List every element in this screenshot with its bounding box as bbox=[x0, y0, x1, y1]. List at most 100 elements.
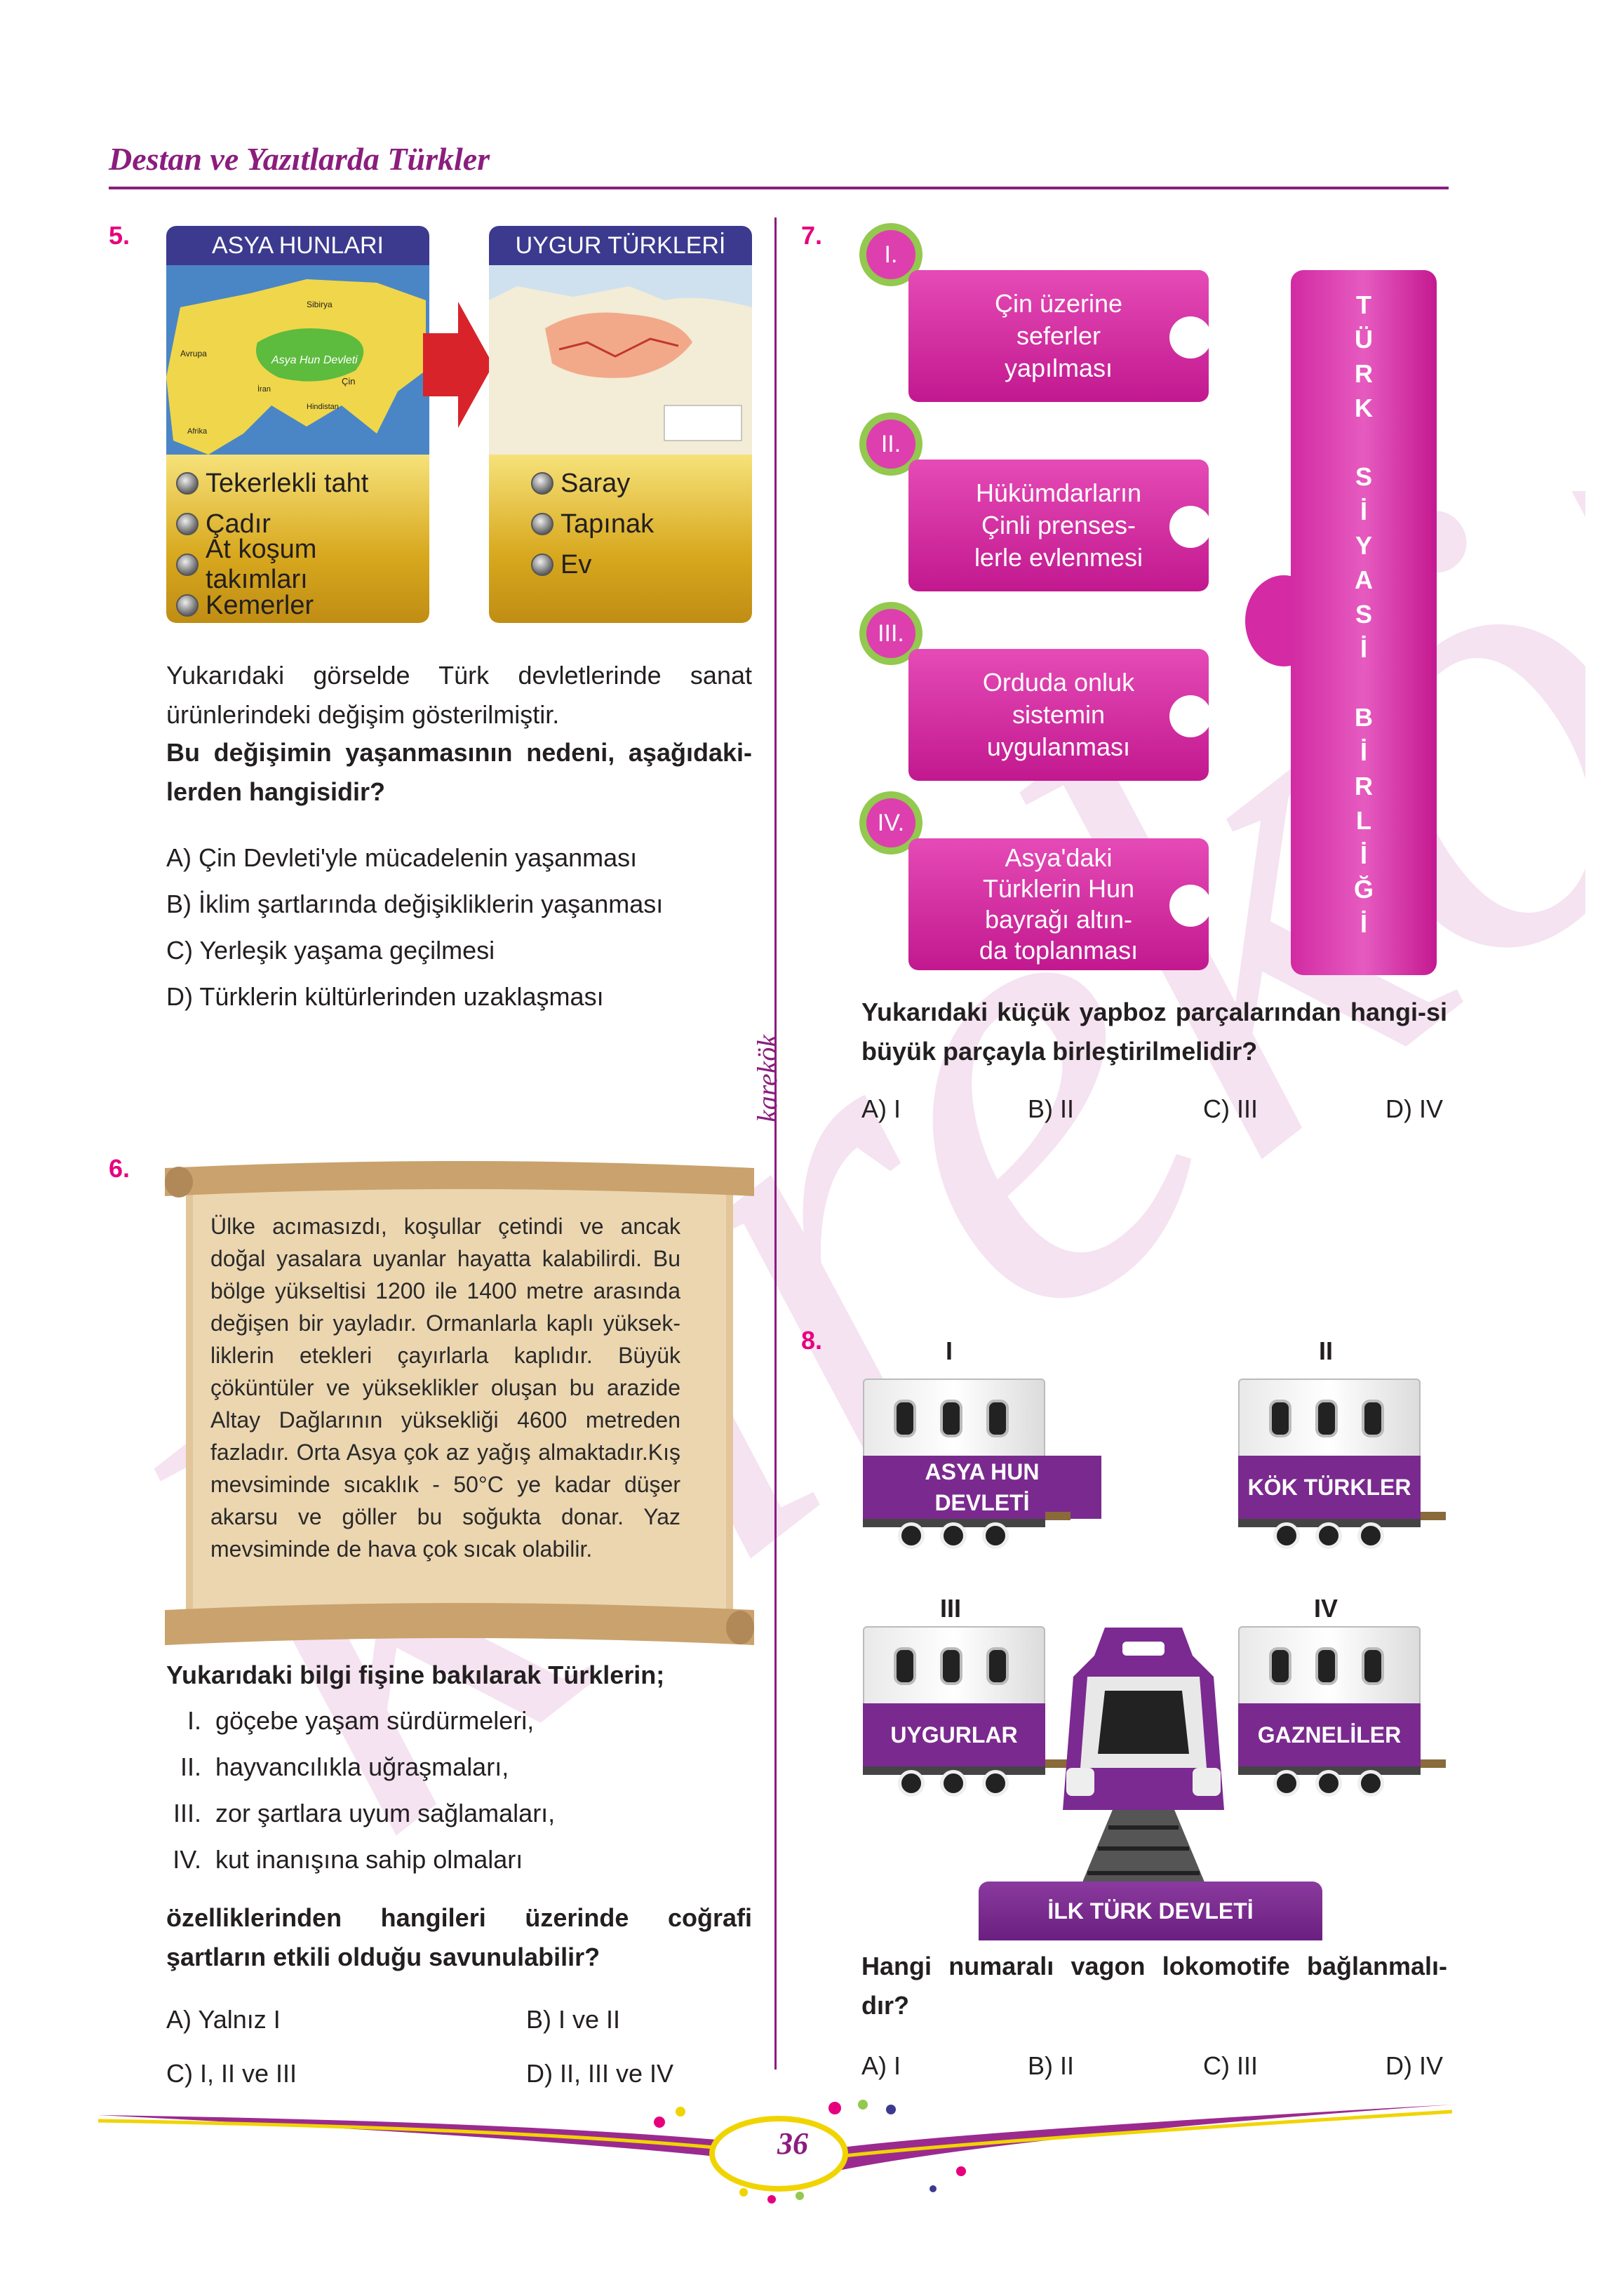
wagon-1-label: ASYA HUN DEVLETİ bbox=[863, 1456, 1101, 1519]
svg-text:Asya Hun Devleti: Asya Hun Devleti bbox=[271, 354, 358, 366]
list-item: Tekerlekli taht bbox=[176, 463, 420, 504]
svg-text:Avrupa: Avrupa bbox=[180, 349, 207, 358]
puzzle-piece-4[interactable]: Asya'daki Türklerin Hun bayrağı altın- d… bbox=[908, 838, 1212, 970]
header-rule bbox=[109, 187, 1449, 189]
piece-notch bbox=[1169, 885, 1212, 927]
side-label: karekök bbox=[751, 1034, 783, 1122]
scroll-text: Ülke acımasızdı, koşullar çetindi ve anc… bbox=[210, 1214, 680, 1562]
list-item: Çadır bbox=[176, 504, 420, 544]
q7-option-d[interactable]: D) IV bbox=[1385, 1094, 1444, 1123]
column-divider bbox=[774, 217, 777, 2070]
q5-option-b[interactable]: B) İklim şartlarında değişikliklerin yaş… bbox=[166, 890, 664, 918]
big-piece-letter: S bbox=[1355, 462, 1372, 491]
chapter-title: Destan ve Yazıtlarda Türkler bbox=[109, 141, 490, 177]
asya-hunlari-caption: ASYA HUNLARI bbox=[166, 226, 429, 265]
word-gap bbox=[1291, 666, 1437, 700]
question-6-number: 6. bbox=[109, 1154, 130, 1183]
q8-option-c[interactable]: C) III bbox=[1203, 2051, 1258, 2080]
wagon-2[interactable]: KÖK TÜRKLER bbox=[1238, 1379, 1446, 1549]
uygur-turkleri-items: Saray Tapınak Ev bbox=[489, 455, 752, 623]
piece-notch bbox=[1169, 316, 1212, 358]
wagon-number-3: III bbox=[940, 1594, 962, 1623]
bullet-icon bbox=[531, 554, 553, 576]
bullet-icon bbox=[176, 554, 199, 576]
wagon-3[interactable]: UYGURLAR bbox=[863, 1626, 1071, 1797]
question-6-lead: Yukarıdaki bilgi fişine bakılarak Türkle… bbox=[166, 1661, 665, 1689]
asya-hun-map-image: Asya Hun Devleti Sibirya Avrupa Çin Hind… bbox=[166, 265, 429, 455]
puzzle-piece-1[interactable]: Çin üzerine seferler yapılması bbox=[908, 270, 1212, 402]
piece-tab-4: IV. bbox=[859, 791, 922, 854]
big-piece-letter: İ bbox=[1360, 737, 1367, 766]
big-piece-letter: S bbox=[1355, 600, 1372, 629]
statement-4: IV. kut inanışına sahip olmaları bbox=[173, 1845, 523, 1874]
svg-text:İran: İran bbox=[257, 384, 271, 394]
statement-1: I. göçebe yaşam sürdürmeleri, bbox=[187, 1706, 535, 1735]
q8-option-a[interactable]: A) I bbox=[861, 2051, 901, 2080]
question-7-number: 7. bbox=[801, 221, 823, 250]
wagon-number-4: IV bbox=[1314, 1594, 1338, 1623]
svg-text:Sibirya: Sibirya bbox=[307, 300, 333, 309]
list-item: Kemerler bbox=[176, 585, 420, 623]
wagon-4[interactable]: GAZNELİLER bbox=[1238, 1626, 1446, 1797]
q7-option-b[interactable]: B) II bbox=[1028, 1094, 1075, 1123]
puzzle-piece-2[interactable]: Hükümdarların Çinli prenses- lerle evlen… bbox=[908, 460, 1212, 591]
big-piece-letter: T bbox=[1356, 290, 1371, 319]
asya-hun-map: Asya Hun Devleti Sibirya Avrupa Çin Hind… bbox=[166, 265, 429, 455]
arrow-right-icon bbox=[423, 302, 493, 428]
wagon-4-label: GAZNELİLER bbox=[1238, 1703, 1421, 1766]
bullet-icon bbox=[531, 513, 553, 535]
big-piece-letter: A bbox=[1355, 565, 1373, 594]
question-5-number: 5. bbox=[109, 221, 130, 250]
question-7-prompt: Yukarıdaki küçük yapboz parçalarından ha… bbox=[861, 998, 1447, 1066]
uygur-map-image bbox=[489, 265, 752, 455]
statement-3: III. zor şartlara uyum sağlamaları, bbox=[173, 1799, 556, 1827]
q8-option-d[interactable]: D) IV bbox=[1385, 2051, 1444, 2080]
big-puzzle-piece bbox=[1291, 270, 1437, 975]
bullet-icon bbox=[176, 513, 199, 535]
bullet-icon bbox=[176, 594, 199, 617]
q5-option-c[interactable]: C) Yerleşik yaşama geçilmesi bbox=[166, 936, 495, 965]
footer-swoosh bbox=[98, 2100, 1452, 2204]
q8-option-b[interactable]: B) II bbox=[1028, 2051, 1075, 2080]
question-5-prompt: Bu değişimin yaşanmasının nedeni, aşağıd… bbox=[166, 738, 752, 806]
svg-text:Afrika: Afrika bbox=[187, 427, 208, 436]
q7-option-c[interactable]: C) III bbox=[1203, 1094, 1258, 1123]
big-piece-letter: İ bbox=[1360, 634, 1367, 663]
big-piece-letter: R bbox=[1355, 359, 1373, 388]
piece-notch bbox=[1169, 695, 1212, 737]
big-piece-letter: Y bbox=[1355, 531, 1372, 560]
list-item: Tapınak bbox=[531, 504, 742, 544]
big-piece-letter: R bbox=[1355, 772, 1373, 800]
big-piece-letter: Ü bbox=[1355, 325, 1373, 354]
q6-option-a[interactable]: A) Yalnız I bbox=[166, 2005, 281, 2034]
question-5-stem: Yukarıdaki görselde Türk devletlerinde s… bbox=[166, 661, 752, 729]
q7-option-a[interactable]: A) I bbox=[861, 1094, 901, 1123]
q6-option-c[interactable]: C) I, II ve III bbox=[166, 2059, 297, 2088]
locomotive-label: İLK TÜRK DEVLETİ bbox=[979, 1882, 1322, 1940]
locomotive bbox=[1063, 1628, 1224, 1887]
bullet-icon bbox=[531, 472, 553, 495]
list-item: Ev bbox=[531, 544, 742, 585]
list-item: Saray bbox=[531, 463, 742, 504]
wagon-2-label: KÖK TÜRKLER bbox=[1238, 1456, 1421, 1519]
q6-option-b[interactable]: B) I ve II bbox=[526, 2005, 621, 2034]
big-piece-letter: İ bbox=[1360, 840, 1367, 869]
page-number: 36 bbox=[777, 2126, 808, 2161]
wagon-number-2: II bbox=[1319, 1336, 1334, 1365]
q5-option-a[interactable]: A) Çin Devleti'yle mücadelenin yaşanması bbox=[166, 843, 638, 872]
big-piece-letter: L bbox=[1356, 806, 1371, 835]
piece-notch bbox=[1169, 506, 1212, 548]
q6-option-d[interactable]: D) II, III ve IV bbox=[526, 2059, 674, 2088]
word-gap bbox=[1291, 425, 1437, 460]
q5-option-d[interactable]: D) Türklerin kültürlerinden uzaklaşması bbox=[166, 982, 604, 1011]
svg-text:Çin: Çin bbox=[342, 376, 356, 387]
wagon-1[interactable]: ASYA HUN DEVLETİ bbox=[863, 1379, 1101, 1549]
puzzle-piece-3[interactable]: Orduda onluk sistemin uygulanması bbox=[908, 649, 1212, 781]
asya-hunlari-box: ASYA HUNLARI Asya Hun Devleti Sibirya Av… bbox=[166, 226, 429, 623]
asya-hunlari-items: Tekerlekli taht Çadır At koşum takımları… bbox=[166, 455, 429, 623]
parchment-scroll bbox=[165, 1161, 754, 1645]
big-piece-letter: B bbox=[1355, 703, 1373, 732]
big-piece-letter: Ğ bbox=[1353, 875, 1374, 904]
big-piece-letter: İ bbox=[1360, 497, 1367, 525]
